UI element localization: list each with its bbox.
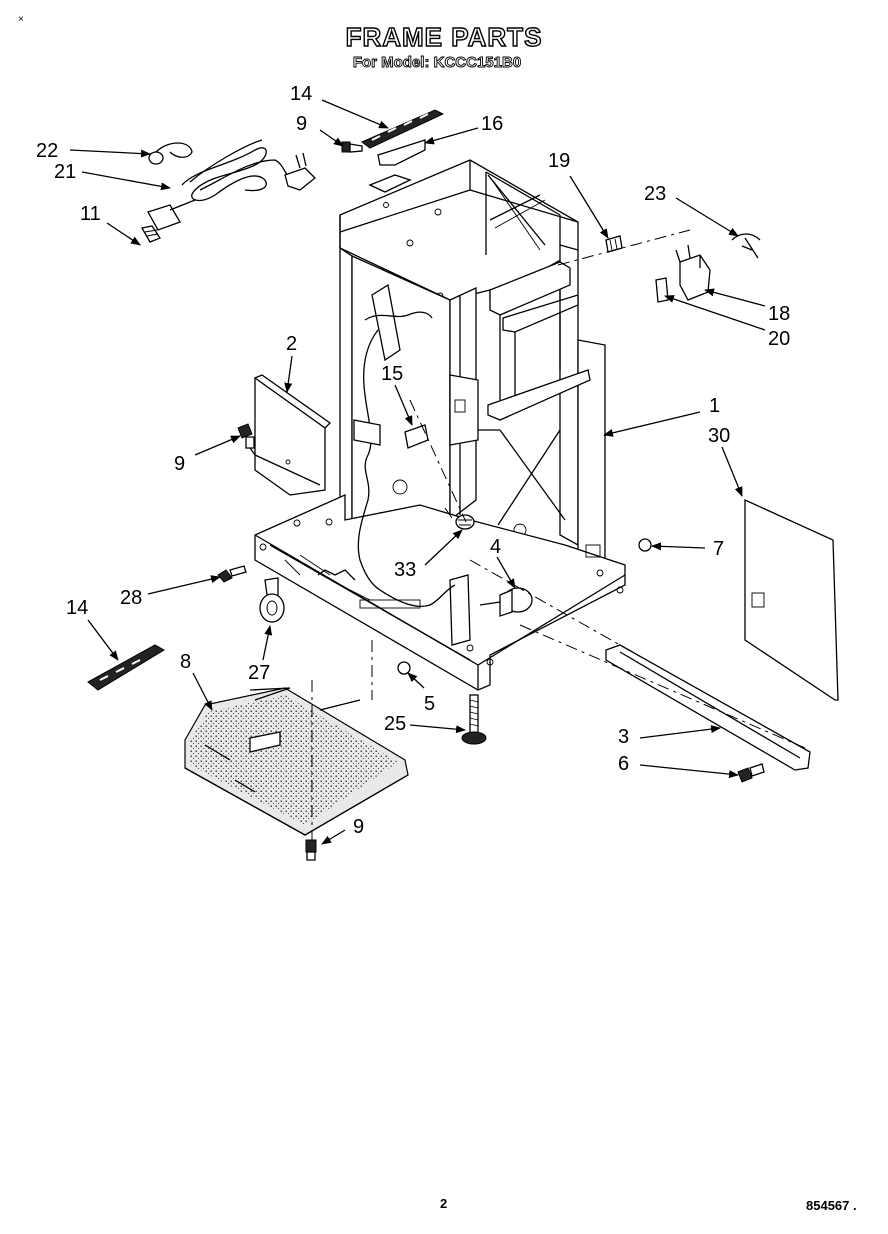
part-9-screw-left — [237, 423, 255, 449]
part-9-screw-bottom — [305, 839, 317, 861]
callout-1: 1 — [709, 395, 720, 417]
callout-22: 22 — [36, 140, 58, 162]
part-4-motor — [479, 587, 533, 617]
callout-21: 21 — [54, 161, 76, 183]
callout-18: 18 — [768, 303, 790, 325]
footer-mark: . — [853, 1198, 857, 1213]
callout-9-left: 9 — [174, 453, 185, 475]
callout-14-top: 14 — [290, 83, 312, 105]
callout-3: 3 — [618, 726, 629, 748]
callout-6: 6 — [618, 753, 629, 775]
wire-harness — [357, 329, 456, 607]
callout-19: 19 — [548, 150, 570, 172]
callout-4: 4 — [490, 536, 501, 558]
part-6-screw — [737, 763, 765, 783]
part-7-nut — [638, 538, 652, 552]
part-20-bracket — [655, 277, 669, 303]
part-30-access-panel — [744, 498, 839, 701]
part-28-screw — [217, 565, 247, 583]
part-21-power-cord — [147, 139, 316, 231]
callout-2: 2 — [286, 333, 297, 355]
callout-8: 8 — [180, 651, 191, 673]
part-33-grommet — [455, 514, 475, 530]
callout-11: 11 — [80, 203, 101, 225]
callout-16: 16 — [481, 113, 503, 135]
part-9-screw-top — [341, 141, 363, 153]
part-19-bolt — [605, 235, 623, 253]
callout-27: 27 — [248, 662, 270, 684]
callout-25: 25 — [384, 713, 406, 735]
base-frame — [254, 493, 626, 691]
callout-9-bottom: 9 — [353, 816, 364, 838]
callout-30: 30 — [708, 425, 730, 447]
assembly-lines — [311, 229, 806, 840]
part-18-switch — [675, 244, 711, 301]
part-27-caster — [259, 577, 285, 623]
callout-7: 7 — [713, 538, 724, 560]
part-16-bracket — [377, 139, 426, 166]
part-14-top-strip — [361, 109, 445, 149]
part-25-leveler — [461, 694, 487, 745]
callout-23: 23 — [644, 183, 666, 205]
part-14-bottom-strip — [87, 644, 165, 691]
part-22-clip — [148, 142, 193, 165]
part-2-cover — [247, 374, 332, 496]
callout-33: 33 — [394, 559, 416, 581]
callout-15: 15 — [381, 363, 403, 385]
callout-5: 5 — [424, 693, 435, 715]
callout-9-top: 9 — [296, 113, 307, 135]
part-23-clip — [731, 233, 761, 259]
document-number: 854567 . — [806, 1198, 857, 1213]
leader-lines — [69, 99, 766, 845]
callout-labels: 14 9 16 22 21 11 19 23 18 20 2 15 1 30 9… — [36, 83, 790, 838]
part-5-nut — [397, 661, 411, 675]
callout-28: 28 — [120, 587, 142, 609]
part-8-base-pan — [184, 687, 409, 836]
document-number-value: 854567 — [806, 1198, 850, 1213]
part-11-screw — [140, 225, 161, 243]
corner-mark: × — [18, 14, 24, 25]
page-number: 2 — [440, 1196, 448, 1211]
part-3-front-rail — [605, 644, 811, 771]
page-title: FRAME PARTS — [345, 21, 543, 52]
callout-20: 20 — [768, 328, 790, 350]
callout-14-bottom: 14 — [66, 597, 88, 619]
model-subtitle: For Model: KCCC151B0 — [352, 54, 522, 72]
